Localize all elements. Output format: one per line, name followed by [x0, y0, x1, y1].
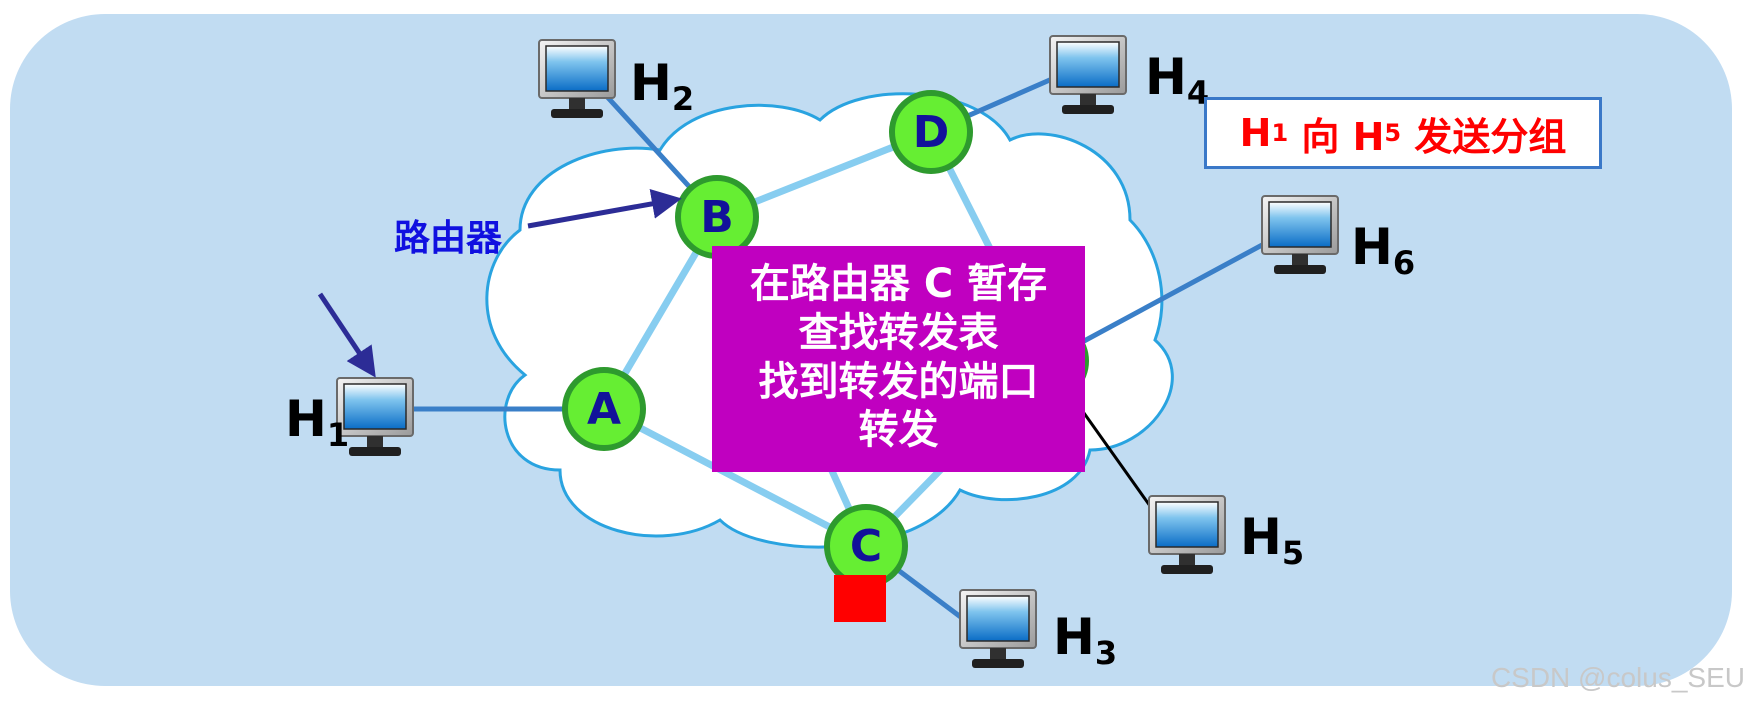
title-part3: 发送分组 [1401, 114, 1567, 159]
h1-pointer-arrow [317, 292, 376, 378]
router-B-label: B [700, 192, 734, 243]
host-subscript: 6 [1392, 244, 1416, 282]
process-line-2: 查找转发表 [798, 309, 999, 356]
host-name: H [1145, 48, 1187, 106]
host-subscript: 5 [1281, 534, 1305, 572]
host-name: H [1053, 608, 1095, 666]
router-D-label: D [912, 107, 950, 158]
router-A [562, 367, 646, 451]
link-A-C [600, 405, 870, 550]
host-label-H6: H6 [1351, 222, 1415, 279]
process-line-4: 转发 [858, 407, 939, 454]
link-H6-E [1044, 235, 1278, 364]
router-callout-label: 路由器 [394, 218, 503, 259]
packet-square [834, 575, 886, 622]
title-sub1: 1 [1271, 119, 1289, 147]
host-subscript: 3 [1094, 634, 1118, 672]
router-D [889, 90, 973, 174]
router-callout-arrow [527, 189, 682, 229]
host-label-H4: H4 [1145, 52, 1209, 109]
process-line-3: 找到转发的端口 [758, 358, 1039, 405]
router-C-label: C [849, 521, 883, 572]
title-sub2: 5 [1384, 119, 1402, 147]
host-name: H [630, 54, 672, 112]
router-A-label: A [586, 384, 622, 435]
host-subscript: 2 [671, 80, 695, 118]
host-subscript: 1 [326, 416, 350, 454]
host-name: H [285, 390, 327, 448]
process-line-1: 在路由器 C 暂存 [749, 261, 1048, 307]
host-name: H [1351, 218, 1393, 276]
host-label-H1: H1 [285, 394, 349, 451]
title-part1: H [1239, 111, 1272, 155]
title-part2: 向 H [1288, 114, 1385, 159]
host-label-H2: H2 [630, 58, 694, 115]
host-subscript: 4 [1186, 74, 1210, 112]
host-label-H5: H5 [1240, 512, 1304, 569]
process-box: 在路由器 C 暂存 查找转发表 找到转发的端口 转发 [712, 246, 1085, 472]
host-label-H3: H3 [1053, 612, 1117, 669]
watermark: CSDN @colus_SEU [1490, 662, 1745, 693]
host-name: H [1240, 508, 1282, 566]
